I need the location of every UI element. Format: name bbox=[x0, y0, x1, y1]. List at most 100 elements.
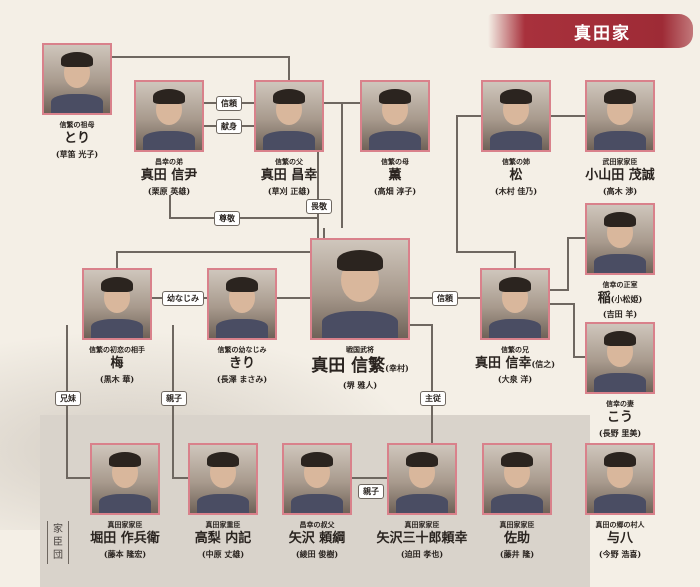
character-name: こう bbox=[606, 410, 633, 425]
actor-name: (藤本 隆宏) bbox=[103, 549, 147, 559]
character-role: 信繁の父 bbox=[275, 157, 303, 166]
character-role: 昌幸の叔父 bbox=[299, 520, 335, 529]
character-hotta: 真田家家臣 堀田 作兵衛 (藤本 隆宏) bbox=[65, 520, 185, 561]
banner-title: 真田家 bbox=[574, 24, 631, 44]
character-name: 高梨 内記 bbox=[194, 531, 252, 546]
character-nobutada: 昌幸の弟 真田 信尹 (栗原 英雄) bbox=[109, 157, 229, 198]
character-tori: 信繁の祖母 とり (草笛 光子) bbox=[17, 120, 137, 161]
actor-name: (草笛 光子) bbox=[55, 149, 99, 159]
line-respect bbox=[169, 195, 319, 238]
relation-label: 尊敬 bbox=[214, 211, 240, 226]
character-alias: (小松姫) bbox=[610, 294, 643, 304]
character-takanashi: 真田家重臣 高梨 内記 (中原 丈雄) bbox=[163, 520, 283, 561]
line-kiri-takanashi bbox=[172, 325, 188, 479]
line-nobushige-siblings bbox=[116, 251, 310, 268]
character-yohachi: 真田の郷の村人 与八 (今野 浩喜) bbox=[560, 520, 680, 561]
portrait-masayuki bbox=[254, 80, 324, 152]
character-kiri: 信繁の幼なじみ きり (長澤 まさみ) bbox=[182, 345, 302, 386]
character-ume: 信繁の初恋の相手 梅 (黒木 華) bbox=[57, 345, 177, 386]
portrait-yohachi bbox=[585, 443, 655, 515]
character-alias: (幸村) bbox=[385, 363, 409, 373]
relation-label: 幼なじみ bbox=[162, 291, 204, 306]
character-matsu: 信繁の姉 松 (木村 佳乃) bbox=[456, 157, 576, 198]
character-name: 真田 信幸 bbox=[474, 356, 532, 371]
relation-label: 親子 bbox=[161, 391, 187, 406]
line-matsu bbox=[456, 115, 516, 268]
actor-name: (高畑 淳子) bbox=[373, 186, 417, 196]
portrait-yorituna bbox=[282, 443, 352, 515]
actor-name: (大泉 洋) bbox=[497, 374, 533, 384]
character-role: 信繁の幼なじみ bbox=[217, 345, 267, 354]
character-nobushige: 戦国武将 真田 信繁(幸村) (堺 雅人) bbox=[300, 345, 420, 392]
character-name: 真田 信尹 bbox=[140, 168, 198, 183]
relation-label: 兄妹 bbox=[55, 391, 81, 406]
character-kaoru: 信繁の母 薫 (高畑 淳子) bbox=[335, 157, 455, 198]
character-name: 松 bbox=[509, 168, 523, 183]
portrait-nobuyuki bbox=[480, 268, 550, 340]
character-name: 小山田 茂誠 bbox=[585, 168, 655, 183]
portrait-nobushige bbox=[310, 238, 410, 340]
character-masayuki: 信繁の父 真田 昌幸 (草刈 正雄) bbox=[229, 157, 349, 198]
actor-name: (迫田 孝也) bbox=[400, 549, 444, 559]
relation-label: 親子 bbox=[358, 484, 384, 499]
line-ume-hotta bbox=[66, 325, 90, 479]
portrait-oyamada bbox=[585, 80, 655, 152]
actor-name: (高木 渉) bbox=[602, 186, 638, 196]
character-oyamada: 武田家家臣 小山田 茂誠 (高木 渉) bbox=[560, 157, 680, 198]
actor-name: (藤井 隆) bbox=[499, 549, 535, 559]
character-role: 信繁の姉 bbox=[502, 157, 530, 166]
portrait-kaoru bbox=[360, 80, 430, 152]
character-name: きり bbox=[228, 356, 255, 371]
actor-name: (長野 里美) bbox=[598, 428, 642, 438]
vassal-group-label: 家臣団 bbox=[47, 521, 69, 564]
character-nobuyuki: 信繁の兄 真田 信幸(信之) (大泉 洋) bbox=[455, 345, 575, 386]
relation-label: 主従 bbox=[420, 391, 446, 406]
actor-name: (栗原 英雄) bbox=[147, 186, 191, 196]
line-ina bbox=[550, 237, 585, 291]
character-name: 真田 信繁 bbox=[311, 356, 386, 376]
character-role: 真田の郷の村人 bbox=[595, 520, 645, 529]
character-name: 与八 bbox=[606, 531, 633, 546]
portrait-kiri bbox=[207, 268, 277, 340]
character-role: 信幸の正室 bbox=[602, 280, 638, 289]
character-role: 武田家家臣 bbox=[602, 157, 638, 166]
actor-name: (今野 浩喜) bbox=[598, 549, 642, 559]
character-yorituna: 昌幸の叔父 矢沢 頼綱 (綾田 俊樹) bbox=[257, 520, 377, 561]
character-yoriyuki: 真田家家臣 矢沢三十郎頼幸 (迫田 孝也) bbox=[362, 520, 482, 561]
portrait-matsu bbox=[481, 80, 551, 152]
character-role: 信幸の妻 bbox=[606, 399, 634, 408]
character-kou: 信幸の妻 こう (長野 里美) bbox=[560, 399, 680, 440]
portrait-nobutada bbox=[134, 80, 204, 152]
character-name: 堀田 作兵衛 bbox=[90, 531, 160, 546]
portrait-takanashi bbox=[188, 443, 258, 515]
actor-name: (中原 丈雄) bbox=[201, 549, 245, 559]
relation-label: 信頼 bbox=[432, 291, 458, 306]
character-name: 稲 bbox=[597, 291, 611, 306]
character-name: とり bbox=[63, 131, 90, 146]
character-sasuke: 真田家家臣 佐助 (藤井 隆) bbox=[457, 520, 577, 561]
character-role: 真田家家臣 bbox=[107, 520, 143, 529]
character-name: 佐助 bbox=[503, 531, 530, 546]
character-role: 真田家家臣 bbox=[499, 520, 535, 529]
actor-name: (吉田 羊) bbox=[602, 309, 638, 319]
line-kou bbox=[550, 303, 585, 358]
portrait-ina bbox=[585, 203, 655, 275]
actor-name: (木村 佳乃) bbox=[494, 186, 538, 196]
character-name: 矢沢 頼綱 bbox=[288, 531, 346, 546]
character-name: 矢沢三十郎頼幸 bbox=[376, 531, 468, 546]
portrait-tori bbox=[42, 43, 112, 115]
character-role: 信繁の初恋の相手 bbox=[89, 345, 145, 354]
character-role: 信繁の祖母 bbox=[59, 120, 95, 129]
actor-name: (綾田 俊樹) bbox=[295, 549, 339, 559]
relation-label: 献身 bbox=[216, 119, 242, 134]
character-name: 真田 昌幸 bbox=[260, 168, 318, 183]
character-role: 真田家重臣 bbox=[205, 520, 241, 529]
character-alias: (信之) bbox=[531, 359, 556, 369]
portrait-sasuke bbox=[482, 443, 552, 515]
character-role: 昌幸の弟 bbox=[155, 157, 183, 166]
character-name: 薫 bbox=[388, 168, 402, 183]
portrait-ume bbox=[82, 268, 152, 340]
portrait-kou bbox=[585, 322, 655, 394]
actor-name: (草刈 正雄) bbox=[267, 186, 311, 196]
character-ina: 信幸の正室 稲(小松姫) (吉田 羊) bbox=[560, 280, 680, 321]
